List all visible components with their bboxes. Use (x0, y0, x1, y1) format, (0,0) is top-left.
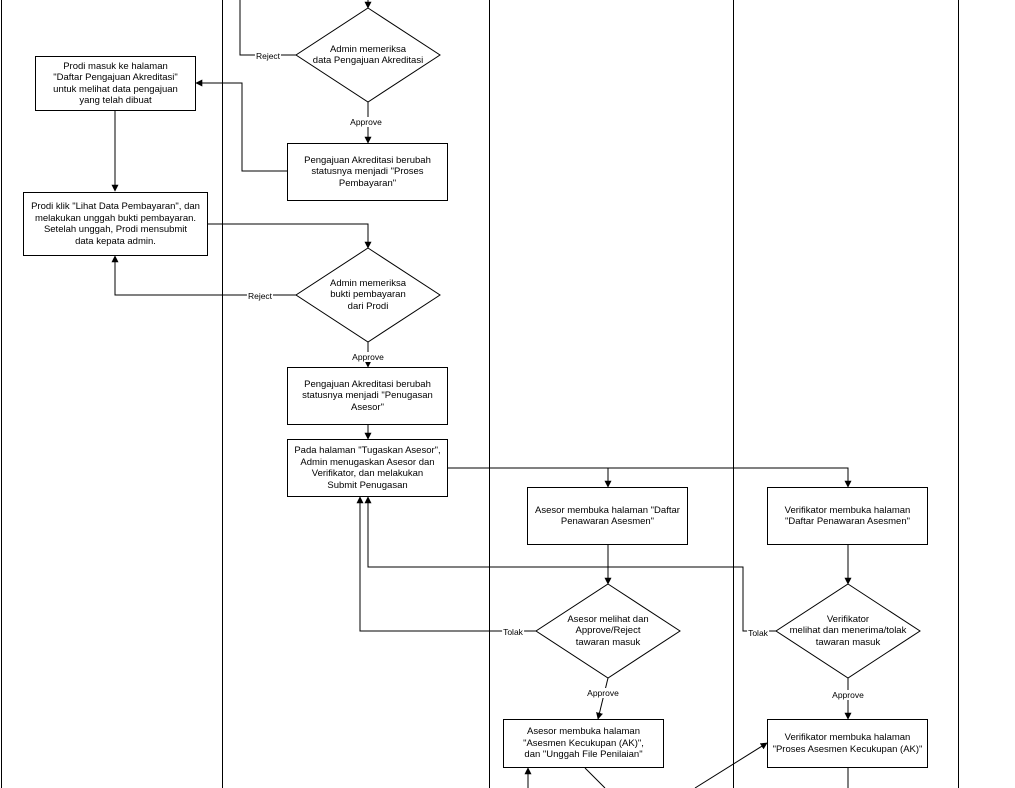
decision-text-bukti: Admin memeriksa bukti pembayaran dari Pr… (306, 272, 430, 318)
box-text: Prodi klik "Lihat Data Pembayaran", dan … (31, 201, 200, 247)
box-text: Asesor membuka halaman "Daftar Penawaran… (535, 504, 680, 528)
box-text: Prodi masuk ke halaman "Daftar Pengajuan… (53, 60, 178, 107)
box-text: Verifikator membuka halaman "Daftar Pena… (784, 504, 911, 528)
edge-reject-to-prodi (111, 255, 296, 296)
edge-to-verifikator-proses (694, 742, 768, 788)
edge-label-approve-2: Approve (351, 352, 385, 362)
box-text: Pengajuan Akreditasi berubah statusnya m… (302, 378, 433, 413)
box-text: Pada halaman "Tugaskan Asesor", Admin me… (294, 445, 441, 491)
box-text: Pengajuan Akreditasi berubah statusnya m… (304, 154, 431, 189)
swimlane-dividers (1, 0, 959, 788)
edge-label-reject-1: Reject (254, 51, 282, 61)
edge-asesor-ak-down (584, 767, 606, 788)
edge-approve-asesor (596, 677, 609, 720)
decision-text: Asesor melihat dan Approve/Reject tawara… (567, 613, 649, 648)
decision-text-asesor: Asesor melihat dan Approve/Reject tawara… (546, 608, 670, 654)
edge-label-approve-verifikator: Approve (831, 690, 865, 700)
box-prodi-daftar-pengajuan: Prodi masuk ke halaman "Daftar Pengajuan… (35, 56, 196, 111)
edge-label-approve-1: Approve (349, 117, 383, 127)
box-text: Asesor membuka halaman "Asesmen Kecukupa… (523, 726, 644, 761)
edge-label-reject-2: Reject (246, 291, 274, 301)
box-admin-proses-pembayaran: Pengajuan Akreditasi berubah statusnya m… (287, 143, 448, 201)
box-asesor-daftar-penawaran: Asesor membuka halaman "Daftar Penawaran… (527, 487, 688, 545)
edge-tugaskan-to-verifikator (608, 467, 852, 488)
box-asesor-asesmen-kecukupan: Asesor membuka halaman "Asesmen Kecukupa… (503, 719, 664, 768)
box-verifikator-proses-asesmen: Verifikator membuka halaman "Proses Ases… (767, 719, 928, 768)
edge-tolak-asesor (356, 496, 536, 632)
box-prodi-lihat-pembayaran: Prodi klik "Lihat Data Pembayaran", dan … (23, 192, 208, 256)
edge-bayar-to-cek-bukti (208, 223, 372, 249)
edge-proses-to-prodi (195, 79, 288, 172)
box-admin-tugaskan-asesor: Pada halaman "Tugaskan Asesor", Admin me… (287, 439, 448, 497)
edge-label-tolak-asesor: Tolak (502, 627, 524, 637)
box-text: Verifikator membuka halaman "Proses Ases… (772, 732, 923, 755)
edge-reject-loop-top (239, 0, 296, 56)
decision-text-pengajuan: Admin memeriksa data Pengajuan Akreditas… (296, 32, 440, 78)
edge-label-approve-asesor: Approve (586, 688, 620, 698)
decision-text: Verifikator melihat dan menerima/tolak t… (789, 613, 907, 648)
edge-tugaskan-to-asesor (448, 467, 612, 488)
box-verifikator-daftar-penawaran: Verifikator membuka halaman "Daftar Pena… (767, 487, 928, 545)
edge-label-tolak-verifikator: Tolak (747, 628, 769, 638)
decision-text: Admin memeriksa data Pengajuan Akreditas… (312, 43, 424, 67)
decision-text-verifikator: Verifikator melihat dan menerima/tolak t… (778, 608, 918, 654)
box-admin-penugasan-asesor: Pengajuan Akreditasi berubah statusnya m… (287, 367, 448, 425)
decision-text: Admin memeriksa bukti pembayaran dari Pr… (329, 277, 407, 312)
